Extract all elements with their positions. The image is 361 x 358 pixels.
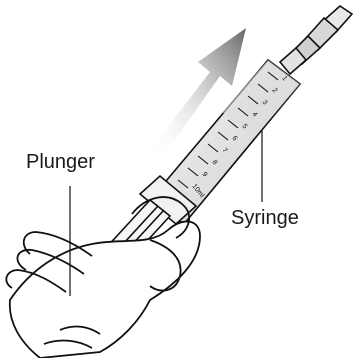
syringe-label: Syringe — [231, 208, 299, 228]
plunger-label: Plunger — [26, 152, 95, 172]
syringe-tubing — [280, 6, 352, 74]
gloved-hand — [6, 197, 200, 358]
